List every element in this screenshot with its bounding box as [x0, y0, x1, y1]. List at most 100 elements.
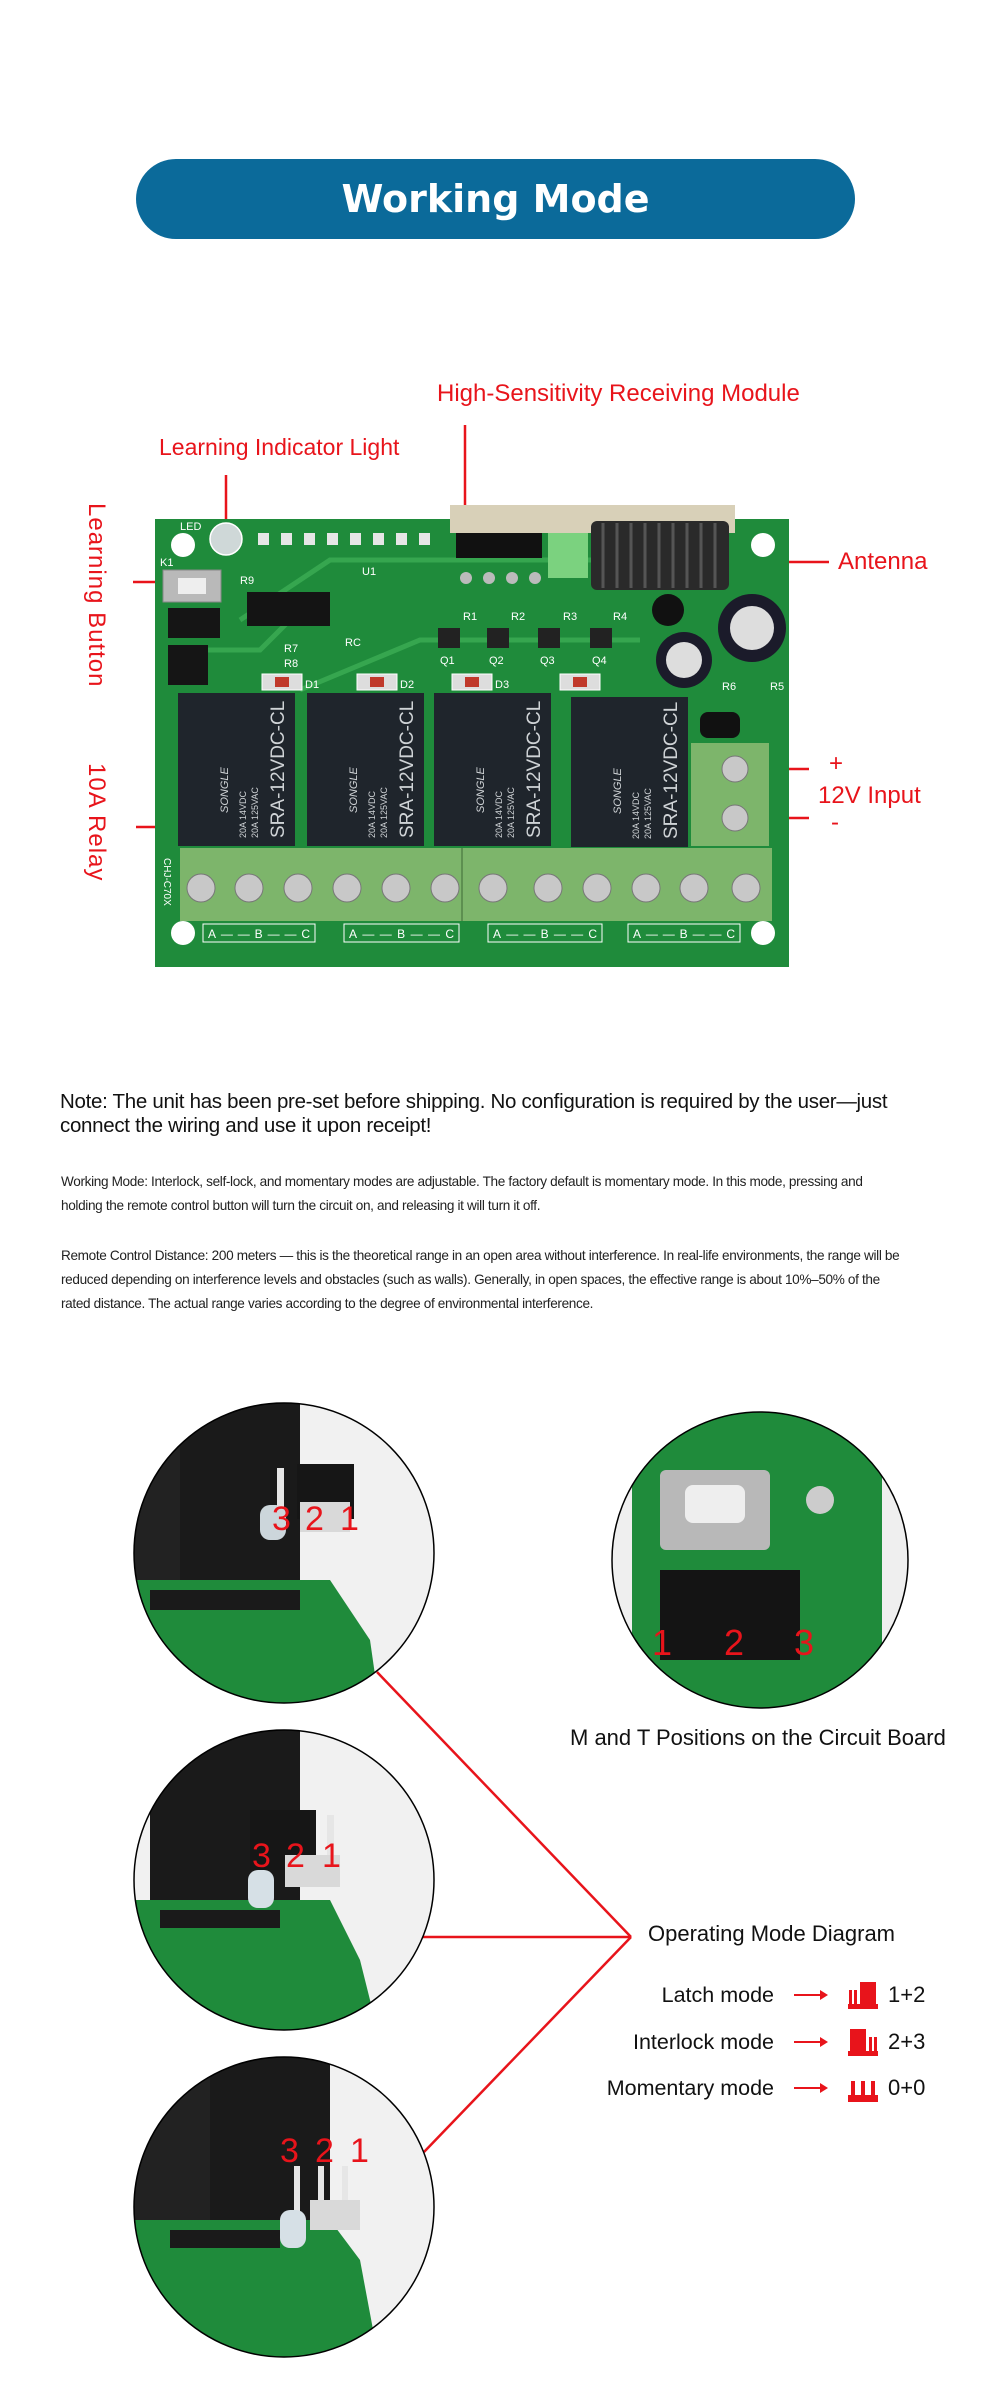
silk-q1: Q1: [440, 655, 455, 667]
relay: SRA-12VDC-CL SONGLE 20A 14VDC 20A 125VAC: [434, 693, 551, 846]
silk-k1: K1: [160, 557, 173, 569]
description-block: Note: The unit has been pre-set before s…: [60, 1090, 920, 1316]
pin-label: 2: [315, 2132, 334, 2170]
mode-row-interlock: Interlock mode 2+3: [560, 2027, 980, 2057]
svg-text:SONGLE: SONGLE: [475, 766, 487, 813]
pin-label: 2: [286, 1837, 305, 1875]
title-banner: Working Mode: [136, 159, 855, 239]
module-board: [548, 533, 588, 578]
svg-text:SRA-12VDC-CL: SRA-12VDC-CL: [397, 701, 418, 838]
silk-r2: R2: [511, 611, 525, 623]
pin-label: 3: [280, 2132, 299, 2170]
svg-text:20A 14VDC: 20A 14VDC: [238, 790, 248, 838]
svg-text:SONGLE: SONGLE: [219, 766, 231, 813]
terminal-label: A——B——C: [633, 927, 735, 941]
operating-mode-title: Operating Mode Diagram: [648, 1921, 896, 1946]
mt-pin-label: 2: [724, 1622, 744, 1663]
arrow-icon: [794, 1990, 828, 2000]
output-terminal-block: [180, 848, 772, 921]
svg-text:SRA-12VDC-CL: SRA-12VDC-CL: [661, 702, 682, 839]
silk-r8: R8: [284, 658, 298, 670]
silk-rc: RC: [345, 637, 361, 649]
arrow-icon: [794, 2037, 828, 2047]
antenna-coil: [591, 521, 729, 590]
silk-r9: R9: [240, 575, 254, 587]
arrow-icon: [794, 2083, 828, 2093]
terminal-screws: [186, 873, 761, 903]
svg-text:20A 125VAC: 20A 125VAC: [506, 787, 516, 838]
silk-r4: R4: [613, 611, 627, 623]
silk-u1: U1: [362, 566, 376, 578]
silk-model: CHJ-C70X: [161, 858, 172, 906]
closeup-interlock: [134, 1730, 434, 2030]
jumper-right-icon: [848, 2029, 878, 2056]
relay: SRA-12VDC-CL SONGLE 20A 14VDC 20A 125VAC: [307, 693, 424, 846]
silk-r7: R7: [284, 643, 298, 655]
silk-r1: R1: [463, 611, 477, 623]
silk-r6: R6: [722, 681, 736, 693]
pin-label: 1: [340, 1500, 359, 1538]
closeup-latch: [134, 1403, 434, 1703]
jumper-none-icon: [848, 2081, 878, 2102]
relay: SRA-12VDC-CL SONGLE 20A 14VDC 20A 125VAC: [571, 697, 688, 847]
mt-pin-label: 1: [652, 1622, 672, 1663]
mount-holes: [171, 533, 775, 945]
callout-12v-input: 12V Input: [818, 782, 921, 809]
svg-text:20A 14VDC: 20A 14VDC: [367, 790, 377, 838]
svg-text:SONGLE: SONGLE: [348, 766, 360, 813]
callout-plus: +: [829, 750, 844, 777]
mt-pin-label: 3: [794, 1622, 814, 1663]
mode-label: Latch mode: [661, 1982, 774, 2007]
svg-text:20A 14VDC: 20A 14VDC: [631, 791, 641, 839]
pin-label: 1: [322, 1837, 341, 1875]
terminal-label: A——B——C: [208, 927, 310, 941]
pin-label: 1: [350, 2132, 369, 2170]
svg-text:SRA-12VDC-CL: SRA-12VDC-CL: [524, 701, 545, 838]
page-title: Working Mode: [341, 177, 650, 221]
silk-d2: D2: [400, 679, 414, 691]
note-text: Note: The unit has been pre-set before s…: [60, 1090, 888, 1137]
svg-text:SRA-12VDC-CL: SRA-12VDC-CL: [268, 701, 289, 838]
silk-led: LED: [180, 521, 201, 533]
svg-text:20A 125VAC: 20A 125VAC: [379, 787, 389, 838]
relay: SRA-12VDC-CL SONGLE 20A 14VDC 20A 125VAC: [178, 693, 295, 846]
pin-label: 3: [252, 1837, 271, 1875]
silk-q2: Q2: [489, 655, 504, 667]
svg-text:SONGLE: SONGLE: [612, 767, 624, 814]
silk-q3: Q3: [540, 655, 555, 667]
closeup-mt-positions: [612, 1412, 908, 1708]
silk-r5: R5: [770, 681, 784, 693]
silk-q4: Q4: [592, 655, 607, 667]
callout-receiving-module: High-Sensitivity Receiving Module: [437, 380, 800, 407]
remote-distance-paragraph: Remote Control Distance: 200 meters — th…: [61, 1247, 900, 1312]
silk-d3: D3: [495, 679, 509, 691]
connector-lines: [376, 1671, 632, 2153]
mode-value: 2+3: [888, 2029, 926, 2054]
callout-relay: 10A Relay: [83, 763, 110, 882]
mt-caption: M and T Positions on the Circuit Board: [570, 1725, 946, 1750]
mode-label: Momentary mode: [606, 2075, 774, 2100]
ic-u1: [247, 592, 330, 626]
mode-value: 0+0: [888, 2075, 926, 2100]
silk-r3: R3: [563, 611, 577, 623]
mode-value: 1+2: [888, 1982, 926, 2007]
terminal-label: A——B——C: [493, 927, 597, 941]
svg-text:20A 125VAC: 20A 125VAC: [250, 787, 260, 838]
learning-led: [209, 522, 243, 556]
mode-label: Interlock mode: [632, 2029, 774, 2054]
callout-antenna: Antenna: [838, 548, 928, 575]
jumper-left-icon: [848, 1982, 878, 2009]
callout-minus: -: [831, 809, 839, 836]
closeup-momentary: [134, 2057, 434, 2357]
working-mode-paragraph: Working Mode: Interlock, self-lock, and …: [61, 1174, 863, 1214]
terminal-label: A——B——C: [349, 927, 454, 941]
mode-row-latch: Latch mode 1+2: [560, 1980, 980, 2010]
callout-indicator-light: Learning Indicator Light: [159, 434, 400, 460]
closeup-photos: 3 2 1 3 2 1 3 2 1: [133, 1402, 909, 2358]
pin-label: 2: [305, 1500, 324, 1538]
svg-text:20A 14VDC: 20A 14VDC: [494, 790, 504, 838]
silk-d1: D1: [305, 679, 319, 691]
pin-label: 3: [272, 1500, 291, 1538]
board-photo: LED K1 R9 U1 RC R7 R8 R1 R2 R3 R4 Q1 Q2 …: [133, 425, 829, 967]
callout-learning-button: Learning Button: [83, 503, 110, 688]
